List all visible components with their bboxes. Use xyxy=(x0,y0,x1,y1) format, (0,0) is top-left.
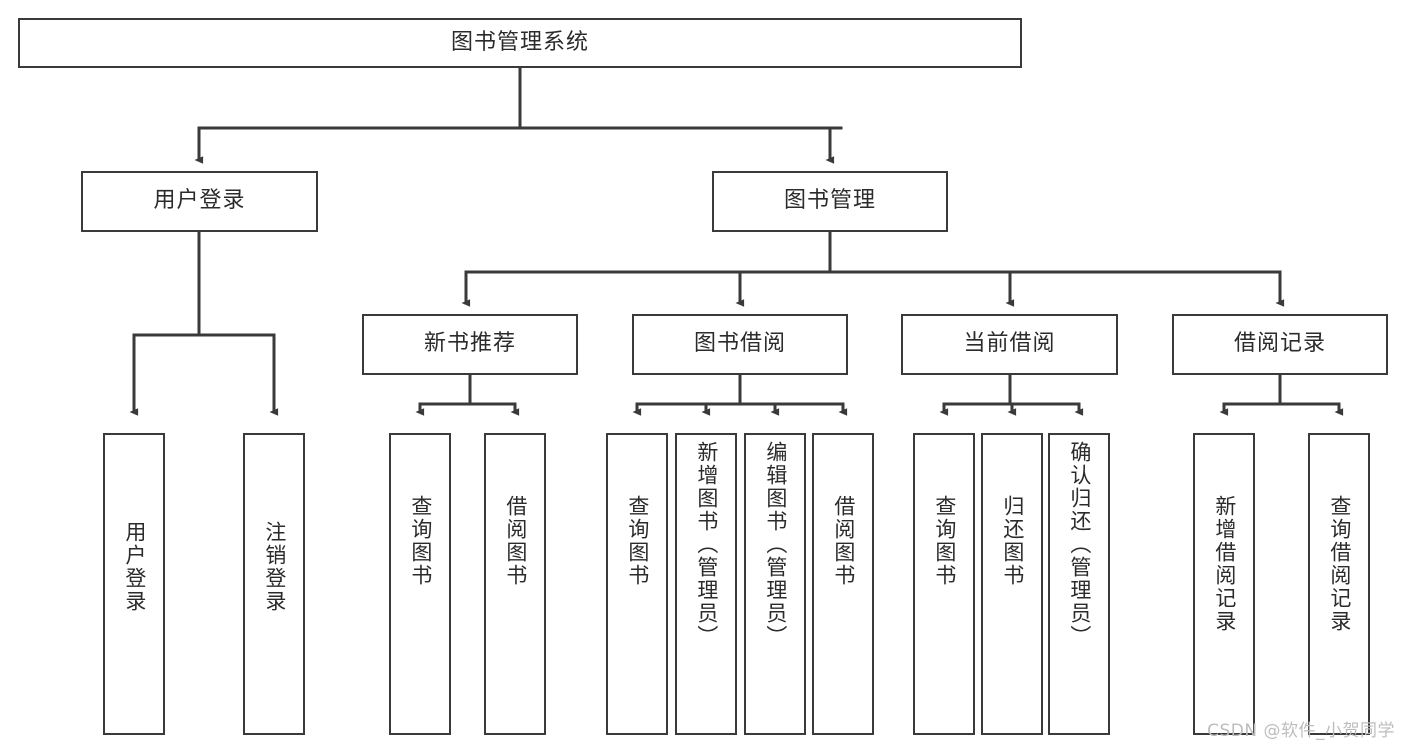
node-label: 图书管理系统 xyxy=(450,29,589,55)
leaf-label: 借阅图书 xyxy=(831,495,856,587)
leaf-label: 归还图书 xyxy=(1000,495,1025,587)
leaf-label: 查询图书 xyxy=(408,495,433,587)
node-borrow-record[interactable]: 借阅记录 xyxy=(1172,314,1388,375)
leaf-add-borrow-record[interactable]: 新增借阅记录 xyxy=(1193,433,1255,735)
node-book-management[interactable]: 图书管理 xyxy=(712,171,948,232)
leaf-new-book-query[interactable]: 查询图书 xyxy=(389,433,451,735)
leaf-label: 新增借阅记录 xyxy=(1212,495,1237,633)
leaf-user-login[interactable]: 用户登录 xyxy=(103,433,165,735)
leaf-label: 查询借阅记录 xyxy=(1327,495,1352,633)
leaf-return-book[interactable]: 归还图书 xyxy=(981,433,1043,735)
node-label: 借阅记录 xyxy=(1233,331,1326,357)
node-root-system[interactable]: 图书管理系统 xyxy=(18,18,1022,68)
leaf-confirm-return-admin[interactable]: 确认归还（管理员） xyxy=(1048,433,1110,735)
leaf-new-book-borrow[interactable]: 借阅图书 xyxy=(484,433,546,735)
leaf-label: 注销登录 xyxy=(262,521,287,613)
node-current-borrow[interactable]: 当前借阅 xyxy=(901,314,1118,375)
leaf-borrow-book[interactable]: 借阅图书 xyxy=(812,433,874,735)
leaf-label: 借阅图书 xyxy=(503,495,528,587)
leaf-label: 编辑图书（管理员） xyxy=(763,441,788,648)
node-new-book-recommend[interactable]: 新书推荐 xyxy=(362,314,578,375)
node-label: 图书借阅 xyxy=(693,331,786,357)
leaf-borrow-query-book[interactable]: 查询图书 xyxy=(606,433,668,735)
leaf-label: 确认归还（管理员） xyxy=(1067,441,1092,648)
leaf-current-query-book[interactable]: 查询图书 xyxy=(913,433,975,735)
node-label: 图书管理 xyxy=(783,188,876,214)
node-user-login[interactable]: 用户登录 xyxy=(81,171,318,232)
leaf-edit-book-admin[interactable]: 编辑图书（管理员） xyxy=(744,433,806,735)
node-book-borrow[interactable]: 图书借阅 xyxy=(632,314,848,375)
leaf-add-book-admin[interactable]: 新增图书（管理员） xyxy=(675,433,737,735)
node-label: 用户登录 xyxy=(153,188,246,214)
node-label: 当前借阅 xyxy=(963,331,1056,357)
leaf-logout[interactable]: 注销登录 xyxy=(243,433,305,735)
node-label: 新书推荐 xyxy=(423,331,516,357)
leaf-label: 查询图书 xyxy=(625,495,650,587)
leaf-label: 查询图书 xyxy=(932,495,957,587)
leaf-query-borrow-record[interactable]: 查询借阅记录 xyxy=(1308,433,1370,735)
leaf-label: 用户登录 xyxy=(122,521,147,613)
leaf-label: 新增图书（管理员） xyxy=(694,441,719,648)
